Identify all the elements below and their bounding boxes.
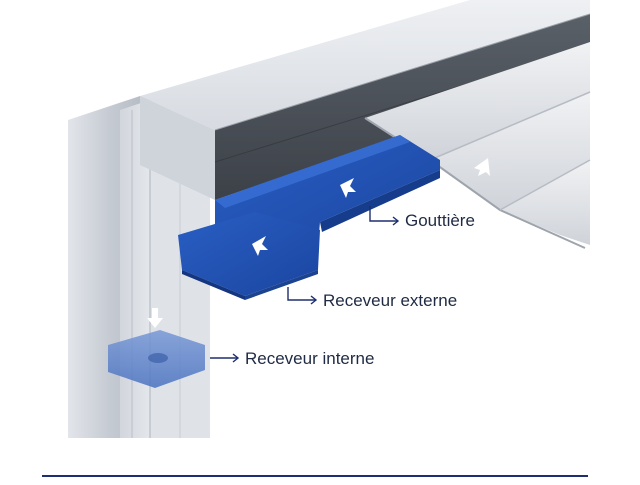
louvre-blades — [364, 42, 591, 249]
external-receiver — [178, 212, 320, 300]
gutter-label: Gouttière — [405, 211, 475, 230]
internal-receiver — [108, 330, 205, 388]
external-receiver-label: Receveur externe — [323, 291, 458, 310]
flow-arrow-icon — [147, 158, 490, 328]
bottom-divider — [42, 475, 588, 477]
elbow-arrow-icon — [210, 206, 400, 363]
internal-receiver-label: Receveur interne — [245, 349, 375, 368]
